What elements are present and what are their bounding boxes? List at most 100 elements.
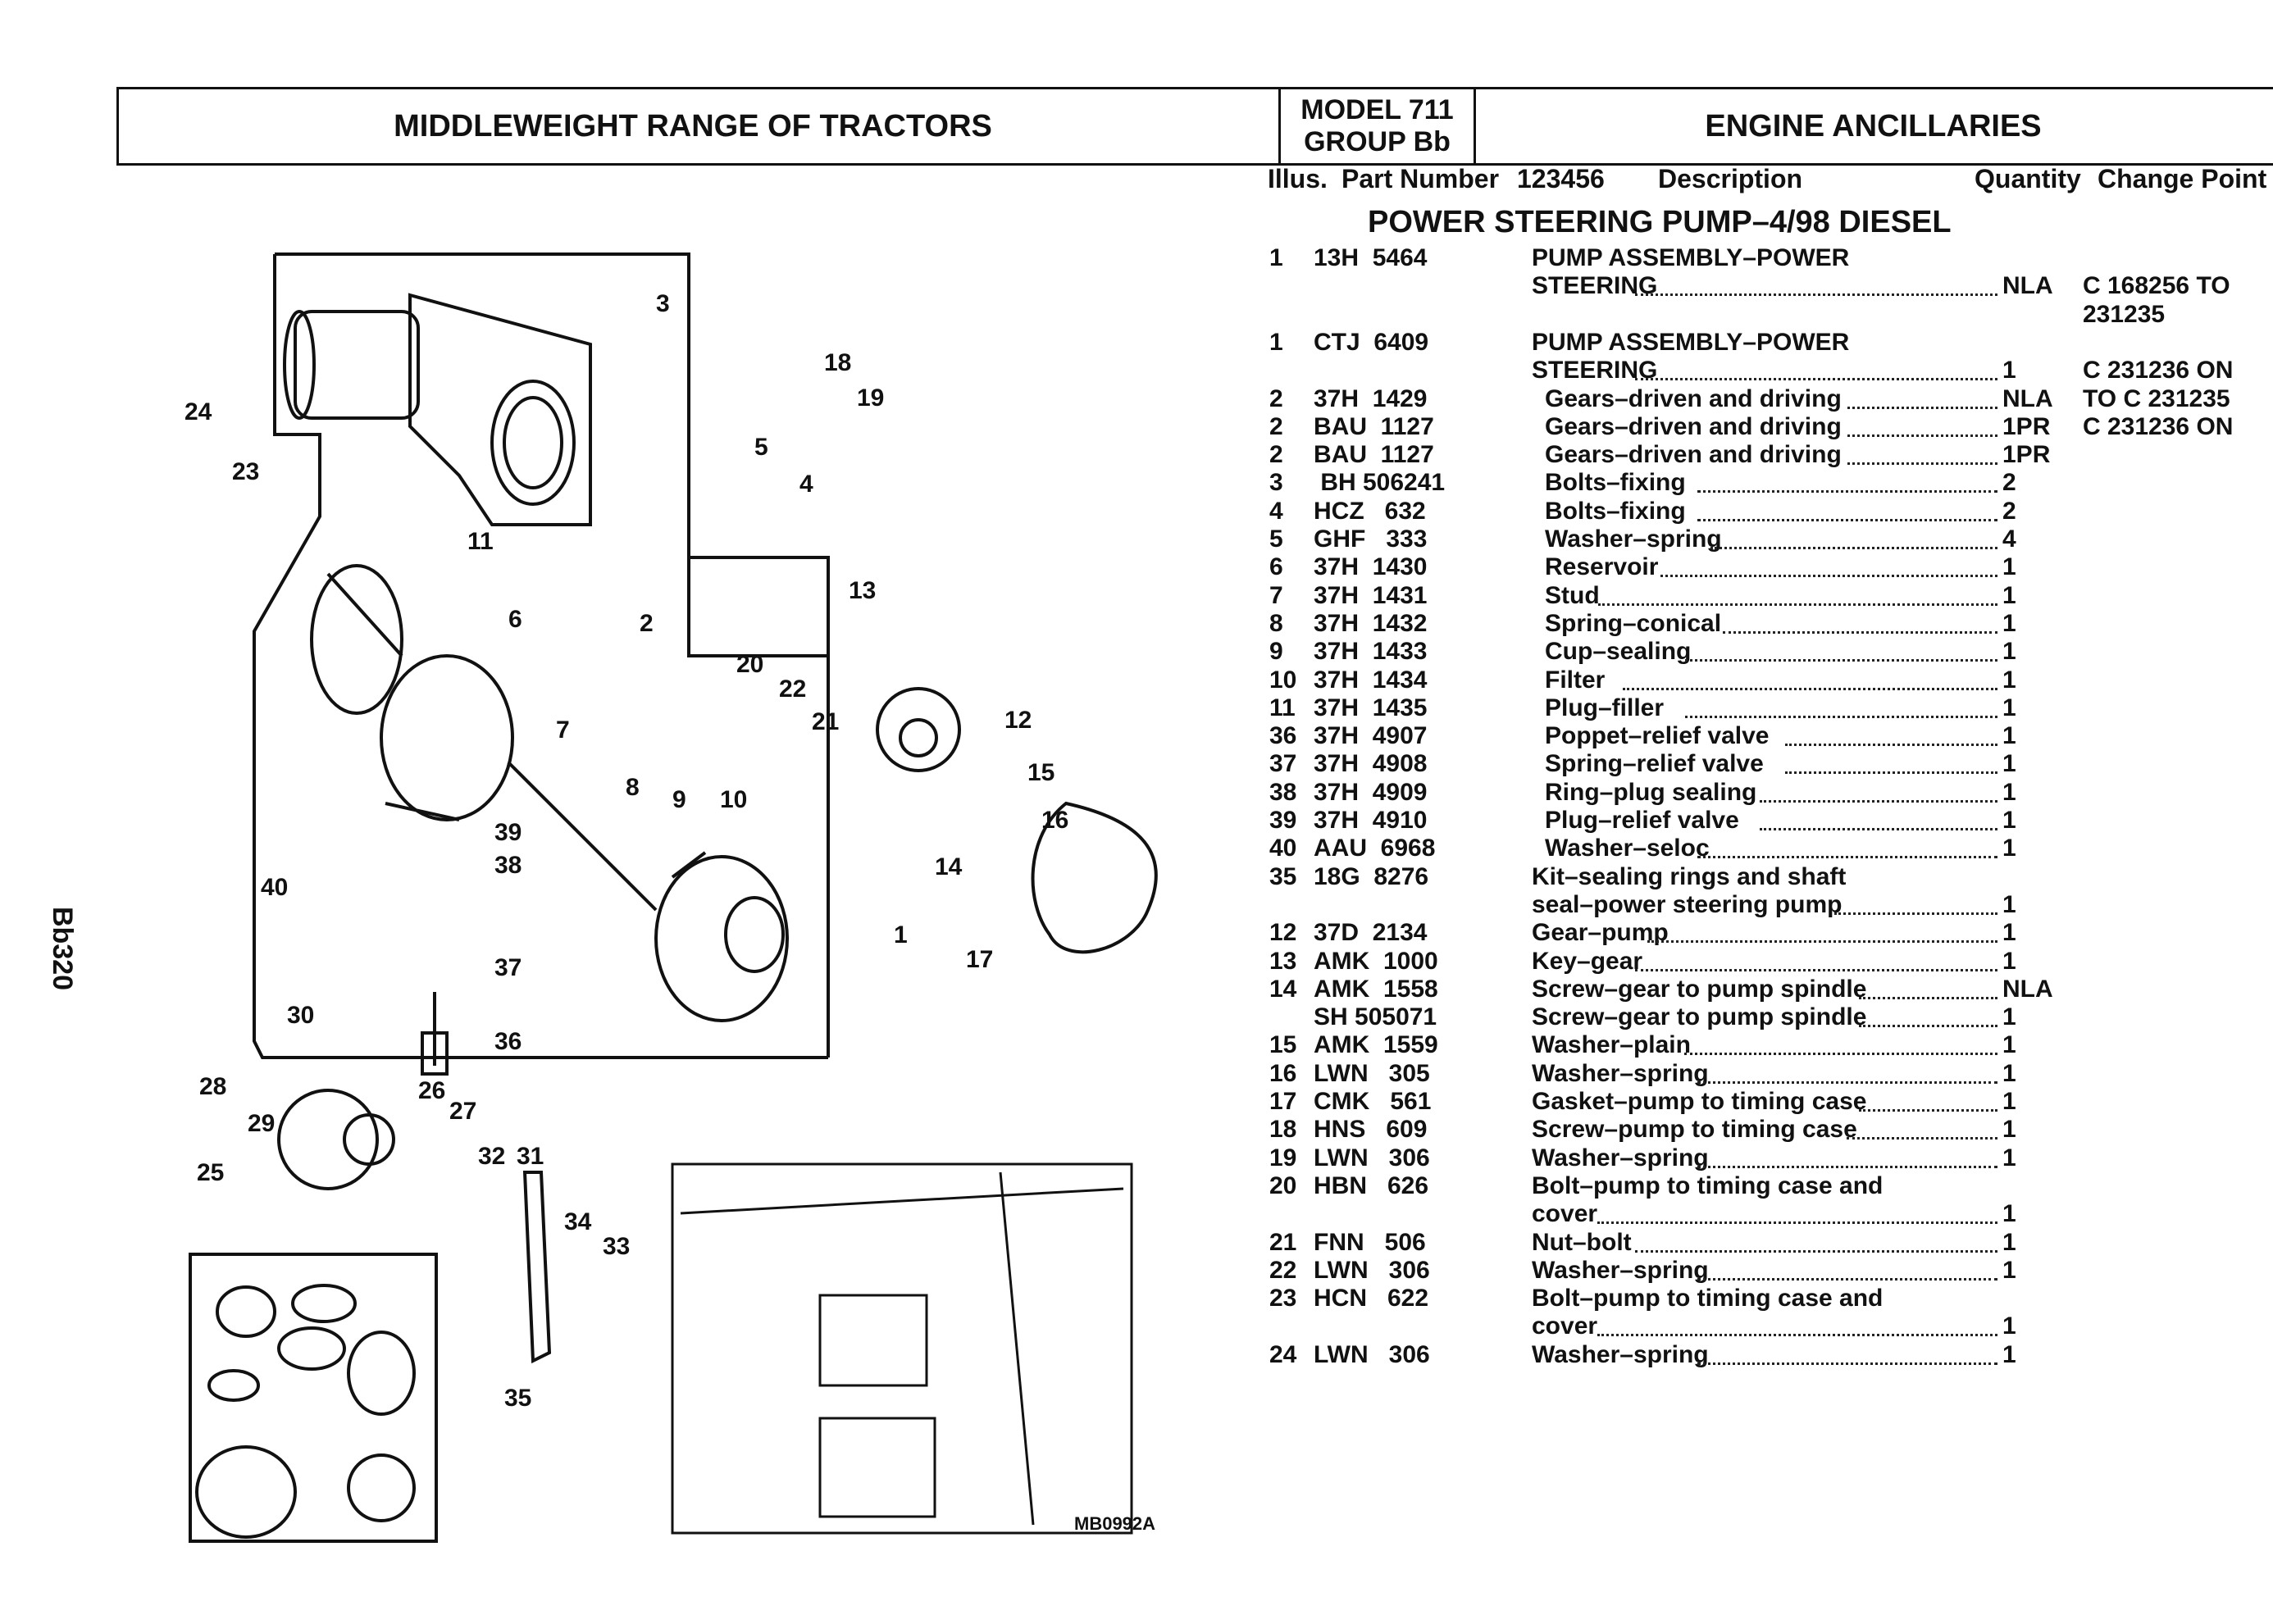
part-description: Washer–spring	[1545, 525, 1722, 553]
illus-number: 17	[1269, 1088, 1297, 1115]
leader-dots	[1697, 835, 1997, 859]
callout-number: 26	[418, 1077, 445, 1104]
part-description: Gears–driven and driving	[1545, 384, 1842, 412]
part-number: 37H 4908	[1314, 750, 1428, 778]
group-line: GROUP Bb	[1304, 126, 1451, 157]
part-number: 37H 4907	[1314, 722, 1428, 750]
model-line: MODEL 711	[1300, 93, 1454, 125]
part-number: LWN 306	[1314, 1144, 1430, 1171]
callout-number: 3	[656, 290, 670, 317]
quantity: 1	[2002, 1200, 2016, 1228]
col-illus: Illus.	[1268, 164, 1328, 193]
range-title: MIDDLEWEIGHT RANGE OF TRACTORS	[394, 108, 992, 143]
callout-number: 29	[248, 1110, 275, 1137]
part-number: BH 506241	[1314, 469, 1446, 497]
part-number: HNS 609	[1314, 1116, 1428, 1144]
part-number: HCN 622	[1314, 1285, 1429, 1312]
quantity: NLA	[2002, 975, 2053, 1003]
quantity: 1	[2002, 807, 2016, 834]
callout-number: 21	[812, 708, 839, 735]
timing-gear	[277, 1089, 379, 1190]
callout-number: 33	[603, 1233, 630, 1260]
callout-number: 18	[824, 349, 851, 376]
illus-number: 20	[1269, 1171, 1297, 1199]
leader-dots	[1685, 638, 1997, 662]
illus-number: 23	[1269, 1285, 1297, 1312]
leader-dots	[1859, 1003, 1997, 1028]
leader-dots	[1634, 272, 1997, 297]
illus-number: 5	[1269, 525, 1283, 553]
part-description: Spring–conical	[1545, 609, 1722, 637]
callout-number: 14	[935, 853, 963, 880]
part-number: 37H 1430	[1314, 553, 1428, 581]
change-point: 231235	[2083, 300, 2166, 328]
part-description: Bolts–fixing	[1545, 469, 1686, 497]
col-code: 123456	[1517, 164, 1605, 193]
leader-dots	[1722, 610, 1997, 634]
parts-row: 231235	[0, 301, 2273, 329]
quantity: 1PR	[2002, 441, 2051, 469]
leader-dots	[1623, 666, 1997, 690]
callout-number: 8	[626, 774, 640, 801]
quantity: 1	[2002, 750, 2016, 778]
leader-dots	[1847, 413, 1997, 437]
filter	[654, 855, 789, 1022]
illus-number: 19	[1269, 1144, 1297, 1171]
leader-dots	[1697, 1257, 1997, 1281]
leader-dots	[1859, 1088, 1997, 1112]
callout-number: 10	[720, 786, 747, 813]
figure-reference: MB0992A	[1074, 1513, 1156, 1534]
part-description: Bolt–pump to timing case and	[1532, 1285, 1884, 1312]
part-description: Washer–plain	[1532, 1031, 1691, 1059]
part-description: Reservoir	[1545, 553, 1659, 581]
quantity: 1	[2002, 1031, 2016, 1059]
part-description: cover	[1532, 1200, 1598, 1228]
quantity: 1	[2002, 1003, 2016, 1031]
part-description: Bolts–fixing	[1545, 497, 1686, 525]
part-number: HBN 626	[1314, 1171, 1429, 1199]
leader-dots	[1847, 1116, 1997, 1140]
pump-gear	[876, 687, 961, 772]
callout-number: 28	[199, 1073, 226, 1100]
part-number: SH 505071	[1314, 1003, 1437, 1031]
change-point: C 231236 ON	[2083, 412, 2234, 440]
illus-number: 38	[1269, 778, 1297, 806]
illus-number: 1	[1269, 244, 1283, 271]
part-description: PUMP ASSEMBLY–POWER	[1532, 244, 1850, 271]
quantity: 1	[2002, 357, 2016, 384]
leader-dots	[1685, 694, 1997, 718]
leader-dots	[1697, 498, 1997, 521]
part-number: 37H 1429	[1314, 384, 1428, 412]
illus-number: 39	[1269, 807, 1297, 834]
leader-dots	[1784, 750, 1997, 775]
quantity: 1	[2002, 609, 2016, 637]
illus-number: 24	[1269, 1340, 1297, 1368]
leader-dots	[1847, 441, 1997, 466]
part-number: AMK 1558	[1314, 975, 1438, 1003]
illus-number: 40	[1269, 835, 1297, 862]
part-number: LWN 306	[1314, 1340, 1430, 1368]
callout-number: 27	[449, 1098, 476, 1125]
callout-number: 20	[736, 651, 763, 678]
illus-number: 11	[1269, 694, 1296, 721]
quantity: 1PR	[2002, 412, 2051, 440]
leader-dots	[1697, 1144, 1997, 1168]
illus-number: 2	[1269, 384, 1283, 412]
callout-number: 32	[478, 1143, 505, 1170]
quantity: 1	[2002, 778, 2016, 806]
reservoir	[310, 564, 403, 715]
illus-number: 37	[1269, 750, 1297, 778]
part-description: Plug–relief valve	[1545, 807, 1739, 834]
part-description: Poppet–relief valve	[1545, 722, 1770, 750]
